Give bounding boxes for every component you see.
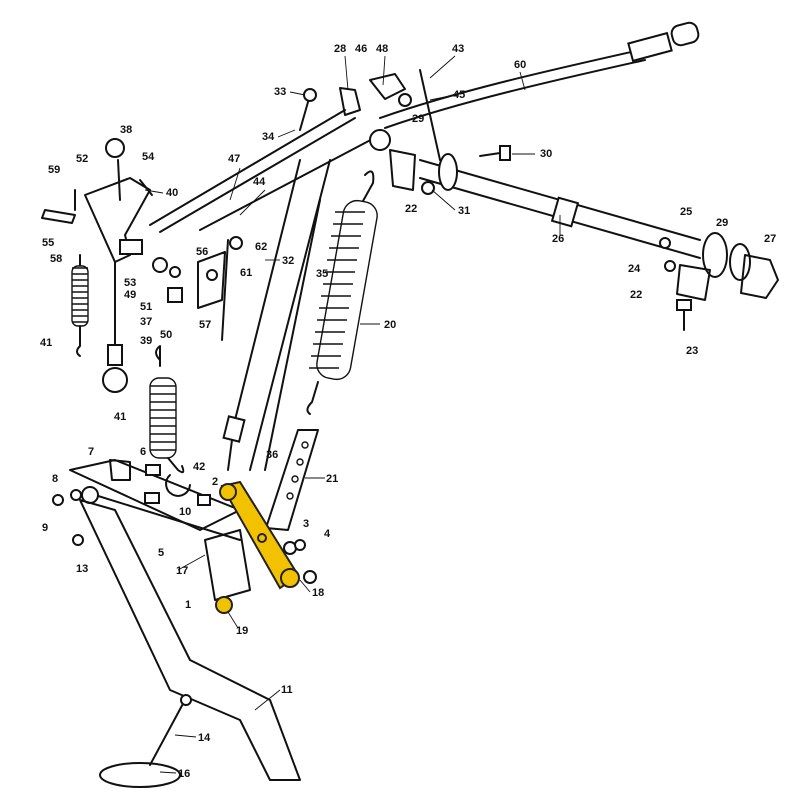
- label-40: 40: [166, 187, 178, 199]
- label-45: 45: [453, 89, 465, 101]
- label-49: 49: [124, 289, 136, 301]
- label-8: 8: [52, 473, 58, 485]
- spring-20: [306, 170, 378, 415]
- label-23: 23: [686, 345, 698, 357]
- label-53: 53: [124, 277, 136, 289]
- label-54: 54: [142, 151, 155, 163]
- label-10: 10: [179, 506, 191, 518]
- label-43: 43: [452, 43, 464, 55]
- label-38: 38: [120, 124, 132, 136]
- label-33: 33: [274, 86, 286, 98]
- pedal-arm-11: [79, 499, 301, 781]
- label-30a: 30: [540, 148, 552, 160]
- spring-41-middle: [149, 345, 185, 474]
- pedal-pad: [99, 694, 192, 788]
- label-7: 7: [88, 446, 94, 458]
- label-60: 60: [514, 59, 526, 71]
- label-29b: 29: [716, 217, 728, 229]
- handbrake-cable: [379, 21, 700, 129]
- long-rods: [221, 159, 331, 471]
- left-bracket: [41, 138, 181, 278]
- label-21: 21: [326, 473, 338, 485]
- label-37: 37: [140, 316, 152, 328]
- label-26: 26: [552, 233, 564, 245]
- label-42: 42: [193, 461, 205, 473]
- lever-21: [265, 429, 319, 531]
- mounting-bracket: [389, 149, 711, 301]
- label-22a: 22: [405, 203, 417, 215]
- label-35: 35: [316, 268, 328, 280]
- label-14: 14: [198, 732, 211, 744]
- label-36: 36: [266, 449, 278, 461]
- label-31: 31: [458, 205, 470, 217]
- label-19: 19: [236, 625, 248, 637]
- cross-shaft: [419, 153, 779, 299]
- upper-rods: [149, 69, 441, 233]
- label-46: 46: [355, 43, 367, 55]
- label-24: 24: [628, 263, 641, 275]
- label-59: 59: [48, 164, 60, 176]
- label-57: 57: [199, 319, 211, 331]
- label-55: 55: [42, 237, 54, 249]
- label-13: 13: [76, 563, 88, 575]
- bolt-23: [676, 299, 692, 331]
- rod-37: [102, 261, 128, 393]
- bracket-57: [167, 236, 243, 309]
- label-27: 27: [764, 233, 776, 245]
- label-56: 56: [196, 246, 208, 258]
- label-62: 62: [255, 241, 267, 253]
- label-41a: 41: [40, 337, 52, 349]
- label-61: 61: [240, 267, 252, 279]
- label-9: 9: [42, 522, 48, 534]
- leader-lines: [144, 55, 561, 774]
- label-22b: 22: [630, 289, 642, 301]
- label-17: 17: [176, 565, 188, 577]
- part-labels: 28 46 48 43 60 33 45 34 29 38 30 52 54 4…: [40, 43, 776, 780]
- label-34: 34: [262, 131, 275, 143]
- label-5: 5: [158, 547, 164, 559]
- label-6: 6: [140, 446, 146, 458]
- label-32: 32: [282, 255, 294, 267]
- label-11: 11: [281, 684, 293, 696]
- label-29: 29: [412, 113, 424, 125]
- label-47: 47: [228, 153, 240, 165]
- label-16: 16: [178, 768, 190, 780]
- label-28: 28: [334, 43, 346, 55]
- label-44: 44: [253, 176, 266, 188]
- label-58: 58: [50, 253, 62, 265]
- label-50: 50: [160, 329, 172, 341]
- label-4: 4: [324, 528, 331, 540]
- label-18: 18: [312, 587, 324, 599]
- label-48: 48: [376, 43, 388, 55]
- label-39: 39: [140, 335, 152, 347]
- label-41b: 41: [114, 411, 126, 423]
- label-3: 3: [303, 518, 309, 530]
- label-52: 52: [76, 153, 88, 165]
- highlighted-lever-17[interactable]: [215, 480, 300, 614]
- label-1: 1: [185, 599, 191, 611]
- label-25: 25: [680, 206, 692, 218]
- bolt-30: [479, 145, 511, 161]
- spring-41-left: [71, 254, 89, 357]
- label-2: 2: [212, 476, 218, 488]
- label-51: 51: [140, 301, 152, 313]
- label-20: 20: [384, 319, 396, 331]
